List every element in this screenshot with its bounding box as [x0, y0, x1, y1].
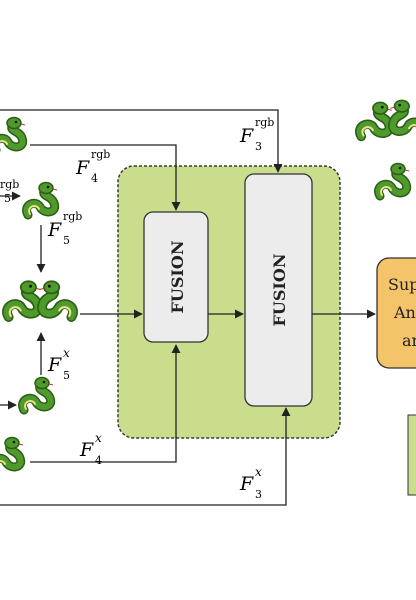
- svg-text:F: F: [239, 125, 254, 147]
- output-line-1: Sup: [388, 275, 416, 294]
- svg-text:3: 3: [255, 488, 262, 501]
- svg-text:rgb: rgb: [91, 148, 110, 161]
- svg-text:4: 4: [95, 454, 102, 467]
- snake-pair-icon: [360, 100, 416, 136]
- output-box: [376, 257, 416, 369]
- label-f5-rgb: F rgb 5: [47, 210, 82, 247]
- fusion-label-1: FUSION: [168, 241, 187, 314]
- svg-text:rgb: rgb: [255, 116, 274, 129]
- svg-text:F: F: [47, 354, 62, 376]
- edge-f4-x: [30, 344, 181, 463]
- snake-icon: [0, 118, 25, 151]
- svg-text:rgb: rgb: [0, 178, 19, 191]
- svg-text:4: 4: [91, 172, 98, 185]
- snake-icon: [0, 438, 23, 471]
- snake-icon: [23, 378, 53, 411]
- partial-green-box: [407, 414, 416, 496]
- svg-text:x: x: [63, 346, 70, 360]
- label-f4-rgb: F rgb 4: [75, 148, 110, 185]
- edge-f4-rgb: [30, 144, 181, 211]
- edge-f3-rgb: [0, 109, 283, 173]
- output-line-2: An: [393, 303, 416, 322]
- snake-pair-icon: [7, 281, 73, 317]
- svg-text:F: F: [79, 439, 94, 461]
- label-f5-x: F x 5: [47, 346, 70, 382]
- label-f3-rgb: F rgb 3: [239, 116, 274, 153]
- svg-text:rgb: rgb: [63, 210, 82, 223]
- edge-f3-x: [0, 407, 291, 506]
- svg-text:F: F: [75, 157, 90, 179]
- snake-icon: [27, 183, 57, 216]
- label-partial-left: rgb 5: [0, 178, 19, 205]
- svg-text:F: F: [239, 473, 254, 495]
- fusion-box-2: [244, 173, 313, 407]
- output-line-3: ar: [402, 331, 416, 350]
- fusion-label-2: FUSION: [270, 254, 289, 327]
- svg-text:x: x: [95, 431, 102, 445]
- svg-text:5: 5: [4, 192, 11, 205]
- snake-icon: [379, 164, 409, 197]
- svg-text:5: 5: [63, 234, 70, 247]
- svg-text:F: F: [47, 219, 62, 241]
- label-f3-x: F x 3: [239, 465, 262, 501]
- svg-text:5: 5: [63, 369, 70, 382]
- fusion-box-1: [143, 211, 209, 343]
- svg-text:3: 3: [255, 140, 262, 153]
- label-f4-x: F x 4: [79, 431, 102, 467]
- svg-text:x: x: [255, 465, 262, 479]
